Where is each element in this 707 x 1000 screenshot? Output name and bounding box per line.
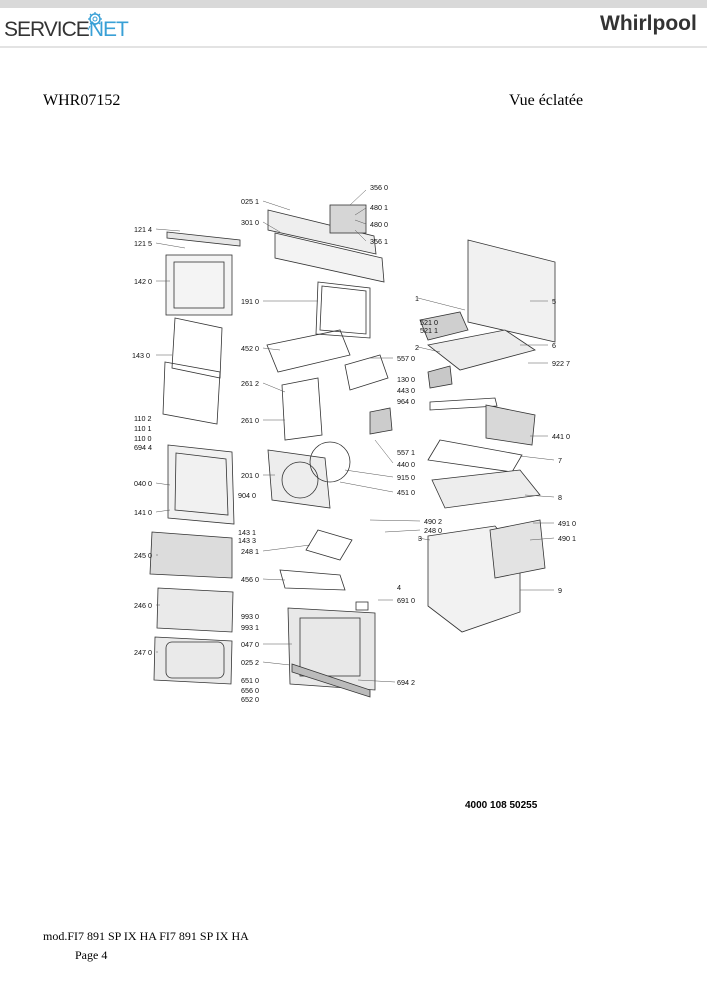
callout-label: 261 0 — [241, 416, 259, 425]
callout-label: 451 0 — [397, 488, 415, 497]
callout-label: 3 — [418, 534, 422, 543]
callout-label: 993 0 — [241, 612, 259, 621]
callout-label: 143 3 — [238, 536, 256, 545]
callout-label: 491 0 — [558, 519, 576, 528]
callout-label: 443 0 — [397, 386, 415, 395]
callout-label: 248 1 — [241, 547, 259, 556]
callout-label: 261 2 — [241, 379, 259, 388]
model-line: mod.FI7 891 SP IX HA FI7 891 SP IX HA — [43, 929, 249, 943]
callout-label: 1 — [415, 294, 419, 303]
callout-label: 651 0 — [241, 676, 259, 685]
callout-label: 301 0 — [241, 218, 259, 227]
callout-label: 521 0 — [420, 318, 438, 327]
whirlpool-logo: Whirlpool — [600, 12, 697, 35]
callout-label: 691 0 — [397, 596, 415, 605]
callout-label: 110 1 — [134, 424, 151, 433]
callout-label: 142 0 — [134, 277, 152, 286]
callout-label: 456 0 — [241, 575, 259, 584]
callout-label: 922 7 — [552, 359, 570, 368]
callout-label: 441 0 — [552, 432, 570, 441]
header-divider — [0, 46, 707, 48]
servicenet-logo: SERVICENET — [4, 18, 129, 41]
callout-label: 246 0 — [134, 601, 152, 610]
callout-label: 557 1 — [397, 448, 415, 457]
callout-label: 245 0 — [134, 551, 152, 560]
callout-label: 652 0 — [241, 695, 259, 704]
callout-label: 490 1 — [558, 534, 576, 543]
callout-label: 110 2 — [134, 414, 151, 423]
callout-label: 2 — [415, 343, 419, 352]
callout-label: 356 0 — [370, 183, 388, 192]
callout-label: 8 — [558, 493, 562, 502]
callout-label: 480 0 — [370, 220, 388, 229]
callout-label: 9 — [558, 586, 562, 595]
document-id: WHR07152 — [43, 92, 121, 109]
callout-label: 121 5 — [134, 239, 152, 248]
callout-label: 440 0 — [397, 460, 415, 469]
callout-label: 247 0 — [134, 648, 152, 657]
callout-label: 6 — [552, 341, 556, 350]
view-title: Vue éclatée — [509, 92, 584, 109]
callout-label: 452 0 — [241, 344, 259, 353]
callout-label: 694 4 — [134, 443, 152, 452]
part-number: 4000 108 50255 — [465, 800, 538, 811]
callout-label: 141 0 — [134, 508, 152, 517]
callout-label: 694 2 — [397, 678, 415, 687]
callout-label: 964 0 — [397, 397, 415, 406]
callout-label: 5 — [552, 297, 556, 306]
callout-label: 993 1 — [241, 623, 259, 632]
callout-label: 656 0 — [241, 686, 259, 695]
callout-label: 248 0 — [424, 526, 442, 535]
callout-label: 025 2 — [241, 658, 259, 667]
callout-label: 143 1 — [238, 528, 256, 537]
callout-label: 356 1 — [370, 237, 388, 246]
callout-label: 121 4 — [134, 225, 152, 234]
callout-label: 110 0 — [134, 434, 151, 443]
page-number: Page 4 — [75, 948, 108, 962]
callout-label: 4 — [397, 583, 401, 592]
callout-label: 521 1 — [420, 326, 438, 335]
callout-label: 201 0 — [241, 471, 259, 480]
callout-label: 904 0 — [238, 491, 256, 500]
callout-label: 143 0 — [132, 351, 150, 360]
callout-label: 047 0 — [241, 640, 259, 649]
top-bar — [0, 0, 707, 8]
callout-label: 480 1 — [370, 203, 388, 212]
callout-label: 130 0 — [397, 375, 415, 384]
callout-label: 040 0 — [134, 479, 152, 488]
callout-label: 490 2 — [424, 517, 442, 526]
gear-icon — [87, 12, 102, 31]
callout-label: 025 1 — [241, 197, 259, 206]
callout-label: 191 0 — [241, 297, 259, 306]
callout-label: 557 0 — [397, 354, 415, 363]
callout-label: 915 0 — [397, 473, 415, 482]
callout-label: 7 — [558, 456, 562, 465]
